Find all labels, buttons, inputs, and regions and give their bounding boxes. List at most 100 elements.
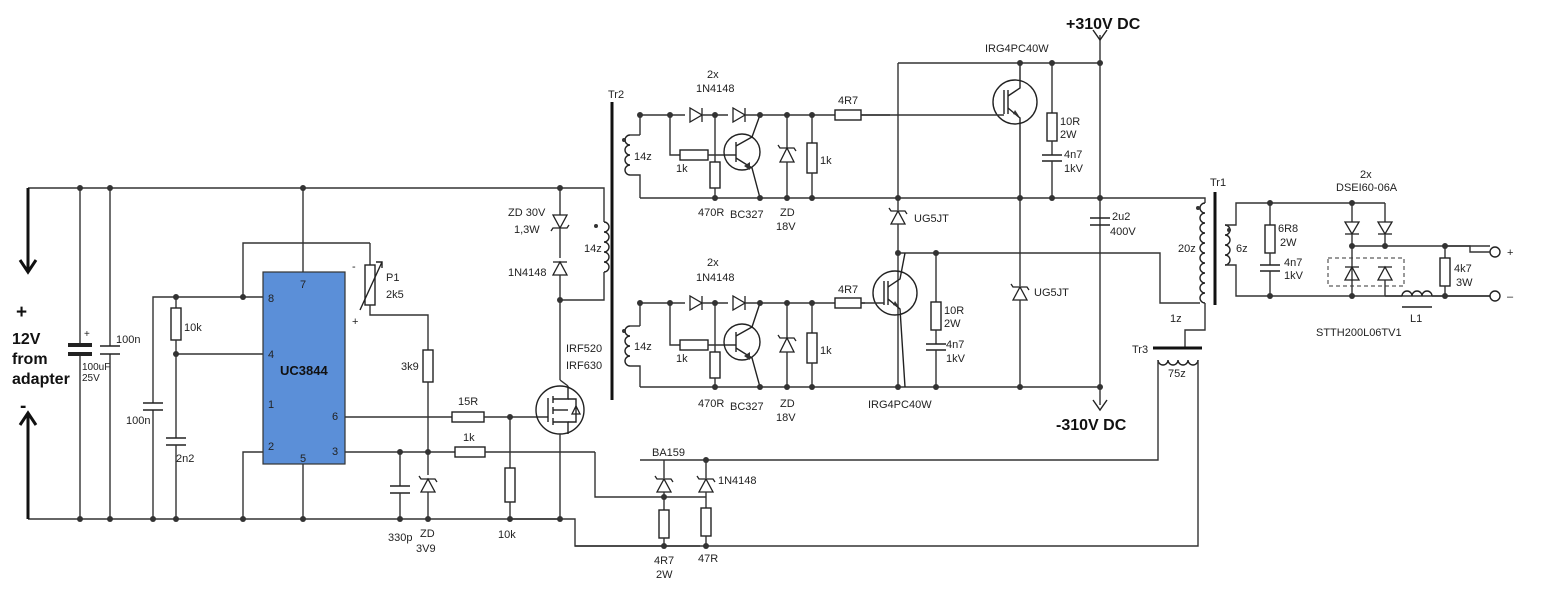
transistor-bc327-bottom (723, 323, 761, 361)
svg-text:IRG4PC40W: IRG4PC40W (868, 399, 932, 411)
output-section: Tr1 20z 6z 1z Tr3 75z 6R8 2W 4n7 1kV 2x … (575, 169, 1514, 547)
svg-text:4k7: 4k7 (1454, 263, 1472, 275)
resistor-1k-top (806, 142, 818, 174)
svg-text:3k9: 3k9 (401, 361, 419, 373)
svg-text:1k: 1k (820, 155, 832, 167)
input-label-adapter: adapter (12, 371, 70, 388)
resistor-6r8 (1264, 224, 1276, 254)
svg-text:Tr3: Tr3 (1132, 344, 1148, 356)
output-terminal-negative (1489, 290, 1501, 302)
uc3844-ic (262, 271, 346, 465)
diode-ba159 (655, 477, 673, 493)
svg-text:100n: 100n (126, 415, 150, 427)
input-capacitor (68, 343, 92, 347)
svg-text:1k: 1k (676, 163, 688, 175)
svg-text:2W: 2W (944, 318, 961, 330)
svg-text:470R: 470R (698, 207, 724, 219)
svg-text:14z: 14z (584, 243, 602, 255)
svg-text:-: - (352, 261, 356, 273)
svg-text:–: – (1507, 291, 1514, 303)
half-bridge: +310V DC -310V DC IRG4PC40W 10R 2W 4n7 1… (861, 16, 1206, 434)
svg-text:15R: 15R (458, 396, 478, 408)
svg-text:3V9: 3V9 (416, 543, 436, 555)
input-minus: - (20, 396, 26, 417)
svg-text:10k: 10k (184, 322, 202, 334)
svg-text:BC327: BC327 (730, 209, 764, 221)
svg-text:1kV: 1kV (946, 353, 966, 365)
svg-text:IRF630: IRF630 (566, 360, 602, 372)
svg-text:IRF520: IRF520 (566, 343, 602, 355)
zener-18v-top (778, 146, 796, 163)
svg-text:UG5JT: UG5JT (914, 213, 949, 225)
resistor-470r-bottom (709, 351, 721, 379)
svg-text:1N4148: 1N4148 (696, 83, 735, 95)
svg-text:+: + (84, 329, 90, 340)
tr2-secondary-top (624, 134, 631, 176)
svg-text:4n7: 4n7 (946, 339, 964, 351)
svg-text:14z: 14z (634, 151, 652, 163)
svg-text:4R7: 4R7 (838, 284, 858, 296)
svg-text:8: 8 (268, 293, 274, 305)
diode-dsei60-a (1343, 221, 1361, 236)
resistor-10k-gate (504, 467, 516, 503)
svg-text:14z: 14z (634, 341, 652, 353)
tr2-secondary-bottom (624, 325, 631, 367)
svg-text:25V: 25V (82, 373, 100, 384)
svg-text:DSEI60-06A: DSEI60-06A (1336, 182, 1398, 194)
svg-text:3: 3 (332, 446, 338, 458)
igbt-bottom (872, 270, 918, 316)
resistor-1k-bottom-base (679, 339, 709, 351)
resistor-1k-top-base (679, 149, 709, 161)
svg-text:1z: 1z (1170, 313, 1182, 325)
tr1-secondary-winding (1224, 224, 1231, 266)
svg-text:ZD: ZD (780, 207, 795, 219)
svg-text:10R: 10R (1060, 116, 1080, 128)
svg-text:6: 6 (332, 411, 338, 423)
resistor-10r-top (1046, 112, 1058, 142)
svg-text:2x: 2x (1360, 169, 1372, 181)
svg-text:1N4148: 1N4148 (718, 475, 757, 487)
tr3-secondary-winding (1157, 359, 1199, 366)
resistor-4r7-top (834, 109, 862, 121)
junction-dots (77, 60, 1448, 549)
svg-text:ZD: ZD (420, 528, 435, 540)
svg-text:2u2: 2u2 (1112, 211, 1130, 223)
svg-text:2W: 2W (1060, 129, 1077, 141)
svg-text:18V: 18V (776, 221, 796, 233)
svg-text:+: + (1507, 247, 1513, 259)
diode-ug5jt-top (889, 209, 907, 225)
input-label-from: from (12, 351, 48, 368)
svg-text:IRG4PC40W: IRG4PC40W (985, 43, 1049, 55)
svg-text:7: 7 (300, 279, 306, 291)
igbt-top (992, 79, 1038, 125)
svg-text:4n7: 4n7 (1284, 257, 1302, 269)
svg-text:5: 5 (300, 453, 306, 465)
svg-text:470R: 470R (698, 398, 724, 410)
resistor-15r (451, 411, 485, 423)
svg-text:ZD: ZD (780, 398, 795, 410)
inductor-l1 (1401, 290, 1433, 297)
input-plus: + (16, 302, 27, 323)
svg-text:2W: 2W (1280, 237, 1297, 249)
svg-text:1N4148: 1N4148 (508, 267, 547, 279)
svg-text:4n7: 4n7 (1064, 149, 1082, 161)
svg-text:1,3W: 1,3W (514, 224, 540, 236)
rail-positive-label: +310V DC (1066, 16, 1141, 33)
tr2-primary-winding (603, 221, 610, 273)
potentiometer-p1 (364, 264, 376, 306)
svg-text:20z: 20z (1178, 243, 1196, 255)
svg-text:2k5: 2k5 (386, 289, 404, 301)
rail-negative-label: -310V DC (1056, 417, 1127, 434)
svg-text:100uF: 100uF (82, 362, 110, 373)
diode-1n4148-feedback (697, 477, 715, 493)
svg-text:2W: 2W (656, 569, 673, 581)
svg-text:+: + (352, 316, 358, 328)
svg-text:1: 1 (268, 399, 274, 411)
svg-text:1N4148: 1N4148 (696, 272, 735, 284)
resistor-470r-top (709, 161, 721, 189)
svg-text:10R: 10R (944, 305, 964, 317)
diodes-2x1n4148-bottom (689, 294, 704, 312)
svg-text:4R7: 4R7 (654, 555, 674, 567)
svg-text:1kV: 1kV (1064, 163, 1084, 175)
